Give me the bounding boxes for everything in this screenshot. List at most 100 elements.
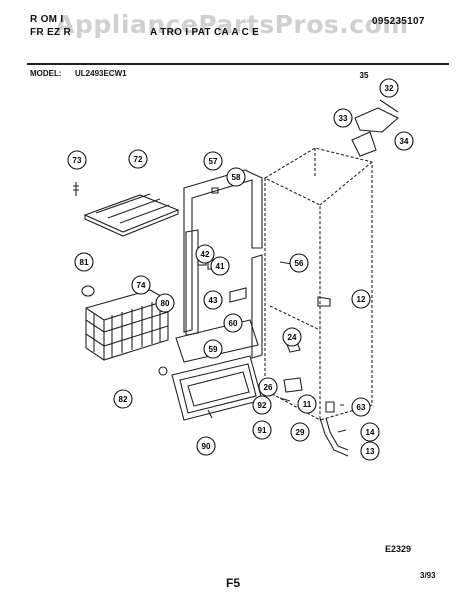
callout-circle (203, 151, 223, 171)
callout-label: 33 (339, 114, 348, 123)
callout-circle (210, 256, 230, 276)
callout-74: 74 (131, 275, 151, 295)
wire-basket (85, 289, 169, 361)
callout-circle (113, 389, 133, 409)
callout-circle (196, 436, 216, 456)
callout-circle (252, 420, 272, 440)
callout-label: 90 (202, 442, 211, 451)
callout-24: 24 (282, 327, 302, 347)
callout-43: 43 (203, 290, 223, 310)
callout-63: 63 (351, 397, 371, 417)
callout-80: 80 (155, 293, 175, 313)
header-rule (27, 63, 449, 65)
callout-circle (297, 394, 317, 414)
callout-32: 32 (379, 78, 399, 98)
callout-circle (226, 167, 246, 187)
callout-label: 82 (119, 395, 128, 404)
callout-72: 72 (128, 149, 148, 169)
callout-35: 35 (360, 71, 369, 80)
callout-circle (74, 252, 94, 272)
callout-circle (131, 275, 151, 295)
callout-circle (379, 78, 399, 98)
callout-circle (128, 149, 148, 169)
callout-circle (351, 397, 371, 417)
callout-circle (258, 377, 278, 397)
callout-59: 59 (203, 339, 223, 359)
callout-label: 13 (366, 447, 375, 456)
doc-number: 095235107 (372, 16, 425, 27)
callout-label: 74 (137, 281, 146, 290)
callout-circle (155, 293, 175, 313)
callout-circle (67, 150, 87, 170)
callout-label: 73 (73, 156, 82, 165)
category-line-1: R OM I (30, 14, 64, 25)
category-line-2: FR EZ R (30, 27, 71, 38)
callout-circle (195, 244, 215, 264)
callout-label: 72 (134, 155, 143, 164)
callout-41: 41 (210, 256, 230, 276)
callout-circle (360, 422, 380, 442)
callout-circle (203, 290, 223, 310)
callout-90: 90 (196, 436, 216, 456)
callout-label: 43 (209, 296, 218, 305)
callout-label: 58 (232, 173, 241, 182)
callout-33: 33 (333, 108, 353, 128)
callout-label: 56 (295, 259, 304, 268)
callout-label: 12 (357, 295, 366, 304)
callout-circle (333, 108, 353, 128)
callout-label: 63 (357, 403, 366, 412)
callout-label: 14 (366, 428, 375, 437)
callout-label: 59 (209, 345, 218, 354)
callout-82: 82 (113, 389, 133, 409)
callout-label: 42 (201, 250, 210, 259)
callout-circle (394, 131, 414, 151)
callout-29: 29 (290, 422, 310, 442)
callout-label: 11 (303, 400, 312, 409)
callout-81: 81 (74, 252, 94, 272)
callout-label: 80 (161, 299, 170, 308)
callout-circle (203, 339, 223, 359)
revision-date: 3/93 (420, 571, 436, 580)
callout-label: 29 (296, 428, 305, 437)
callout-label: 32 (385, 84, 394, 93)
model-label: MODEL: (30, 69, 62, 78)
callout-11: 11 (297, 394, 317, 414)
callout-group: 35 32 33 34 73 72 57 58 81 74 80 42 41 56 43 12 60 24 59 82… (67, 71, 414, 461)
callout-circle (351, 289, 371, 309)
callout-circle (289, 253, 309, 273)
callout-circle (252, 395, 272, 415)
callout-label: 60 (229, 319, 238, 328)
callout-label: 91 (258, 426, 267, 435)
callout-56: 56 (289, 253, 309, 273)
callout-label: 81 (80, 258, 89, 267)
callout-12: 12 (351, 289, 371, 309)
callout-label: 35 (360, 71, 369, 80)
callout-circle (290, 422, 310, 442)
callout-label: 57 (209, 157, 218, 166)
callout-42: 42 (195, 244, 215, 264)
callout-circle (282, 327, 302, 347)
callout-91: 91 (252, 420, 272, 440)
screw-part (73, 182, 79, 196)
catalog-title: A TRO I PAT CA A C E (150, 27, 260, 38)
page-number: F5 (226, 576, 241, 590)
cabinet-outline (263, 147, 373, 421)
callout-26: 26 (258, 377, 278, 397)
callout-60: 60 (223, 313, 243, 333)
diagram-code: E2329 (385, 544, 412, 554)
callout-label: 34 (400, 137, 409, 146)
callout-label: 24 (288, 333, 297, 342)
callout-73: 73 (67, 150, 87, 170)
top-hinge-assembly (351, 99, 399, 157)
callout-circle (223, 313, 243, 333)
callout-13: 13 (360, 441, 380, 461)
callout-58: 58 (226, 167, 246, 187)
callout-92: 92 (252, 395, 272, 415)
watermark: AppliancePartsPros.com (55, 10, 409, 39)
callout-14: 14 (360, 422, 380, 442)
callout-label: 41 (216, 262, 225, 271)
callout-57: 57 (203, 151, 223, 171)
callout-label: 92 (258, 401, 267, 410)
model-number: UL2493ECW1 (75, 69, 127, 78)
shelf-part (83, 193, 180, 237)
